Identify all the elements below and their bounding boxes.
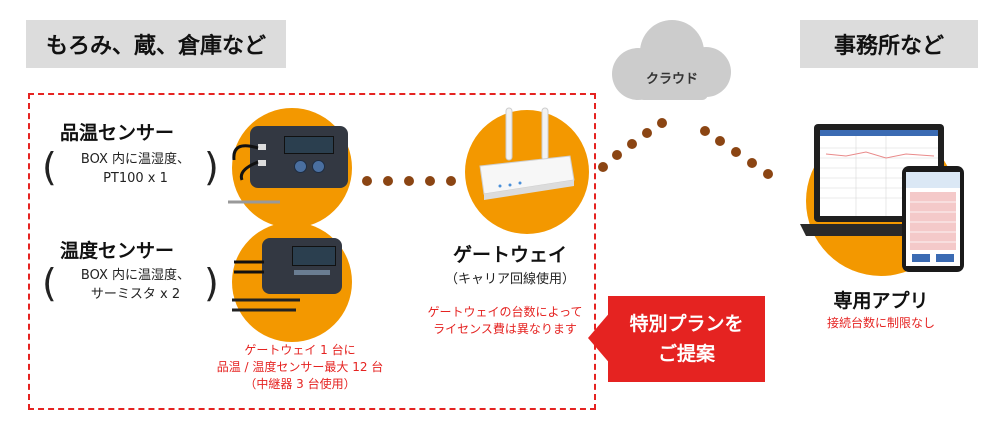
special-plan-callout: 特別プランを ご提案: [608, 296, 765, 382]
open-paren-2: (: [42, 261, 57, 305]
link-dot: [715, 136, 725, 146]
sensor-note-line1: ゲートウェイ 1 台に: [244, 343, 356, 357]
link-dot: [446, 176, 456, 186]
link-dot: [362, 176, 372, 186]
link-dot: [612, 150, 622, 160]
office-area-label: 事務所など: [800, 20, 978, 68]
link-dot: [747, 158, 757, 168]
close-paren-2: ): [204, 261, 219, 305]
cloud-label: クラウド: [645, 72, 698, 87]
proposal-line1: 特別プランを: [629, 313, 744, 335]
proposal-arrow: [588, 310, 612, 366]
close-paren-1: ): [204, 145, 219, 189]
link-dot: [731, 147, 741, 157]
sensor-desc-2-line1: BOX 内に温湿度、: [80, 268, 191, 283]
gateway-router-icon: [479, 107, 575, 200]
sensor-2-device-image: [262, 238, 342, 294]
sensor-note-line3: （中継器 3 台使用）: [244, 377, 356, 391]
sensor-1-cables: [228, 144, 280, 204]
sensor-note-line2: 品温 / 温度センサー最大 12 台: [216, 360, 384, 374]
link-dot: [700, 126, 710, 136]
gateway-title: ゲートウェイ: [452, 244, 567, 266]
app-note: 接続台数に制限なし: [826, 316, 935, 330]
link-dot: [763, 169, 773, 179]
proposal-line2: ご提案: [657, 343, 715, 365]
sensor-desc-2: BOX 内に温湿度、 サーミスタ x 2: [58, 266, 213, 304]
gateway-note-line1: ゲートウェイの台数によって: [427, 305, 583, 319]
gateway-subtitle: （キャリア回線使用）: [444, 272, 575, 287]
link-dot: [383, 176, 393, 186]
app-title: 専用アプリ: [833, 290, 929, 312]
sensor-title-1: 品温センサー: [60, 122, 175, 144]
open-paren-1: (: [42, 145, 57, 189]
site-boundary: [28, 93, 596, 410]
sensor-1-device-image: [250, 126, 348, 188]
sensor-title-2: 温度センサー: [60, 240, 175, 262]
sensor-desc-2-line2: サーミスタ x 2: [90, 287, 181, 302]
link-dot: [404, 176, 414, 186]
sensor-desc-1-line2: PT100 x 1: [103, 171, 168, 186]
link-dot: [657, 118, 667, 128]
link-dot: [642, 128, 652, 138]
sensor-2-cables: [232, 260, 300, 312]
gateway-note-line2: ライセンス費は異なります: [433, 322, 577, 336]
cloud-icon: [612, 20, 731, 100]
sensor-desc-1: BOX 内に温湿度、 PT100 x 1: [58, 150, 213, 188]
link-dot: [598, 162, 608, 172]
site-area-label: もろみ、蔵、倉庫など: [26, 20, 286, 68]
smartphone-icon: [902, 166, 964, 272]
link-dot: [425, 176, 435, 186]
link-dot: [627, 139, 637, 149]
sensor-desc-1-line1: BOX 内に温湿度、: [80, 152, 191, 167]
sensor-capacity-note: ゲートウェイ 1 台に 品温 / 温度センサー最大 12 台 （中継器 3 台使…: [190, 342, 410, 393]
gateway-license-note: ゲートウェイの台数によって ライセンス費は異なります: [400, 304, 610, 338]
